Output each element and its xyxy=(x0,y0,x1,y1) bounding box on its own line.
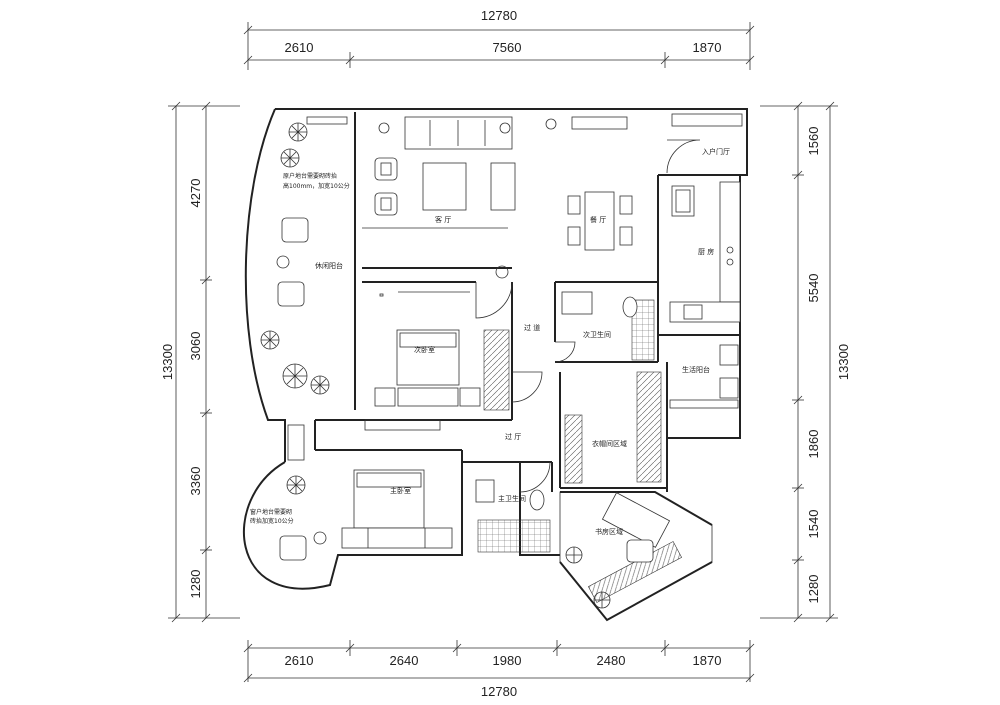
dim-bottom-seg-1: 2610 xyxy=(285,653,314,668)
dim-bottom-seg-5: 1870 xyxy=(693,653,722,668)
plant-icon xyxy=(280,148,300,168)
kitchen-fixtures xyxy=(669,181,741,323)
dim-top-seg-1: 2610 xyxy=(285,40,314,55)
plant-icon xyxy=(288,122,308,142)
study-furniture xyxy=(587,492,683,603)
dining-furniture xyxy=(545,116,633,251)
door-swings xyxy=(475,139,701,493)
plant-icon xyxy=(282,363,308,389)
room-label-dining: 餐 厅 xyxy=(590,215,606,224)
room-label-second-bathroom: 次卫生间 xyxy=(583,330,611,339)
construction-notes: 原户地台需要砌砖抬 高100mm，加宽10公分 窗户地台需要砌 砖抬加宽10公分 xyxy=(250,172,350,525)
room-label-second-bedroom: 次卧室 xyxy=(414,345,435,354)
plant-icons xyxy=(260,122,611,609)
dimension-left: 13300 4270 3060 3360 1280 xyxy=(160,101,240,623)
dim-right-seg-3: 1860 xyxy=(806,430,821,459)
room-label-leisure-balcony: 休闲阳台 xyxy=(315,261,343,270)
room-label-master-bathroom: 主卫生间 xyxy=(498,494,526,503)
dim-right-seg-5: 1280 xyxy=(806,575,821,604)
master-bath-fixtures xyxy=(475,479,551,553)
dim-bottom-seg-4: 2480 xyxy=(597,653,626,668)
room-label-utility-balcony: 生活阳台 xyxy=(682,365,710,374)
dim-left-seg-4: 1280 xyxy=(188,570,203,599)
second-bath-fixtures xyxy=(561,291,655,361)
dimension-bottom: 2610 2640 1980 2480 1870 12780 xyxy=(243,640,755,699)
dim-right-seg-1: 1560 xyxy=(806,127,821,156)
dimension-right: 13300 1560 5540 1860 1540 1280 xyxy=(760,101,851,623)
dim-top-seg-3: 1870 xyxy=(693,40,722,55)
dim-left-seg-1: 4270 xyxy=(188,179,203,208)
room-labels: 客 厅 餐 厅 厨 房 入户门厅 休闲阳台 次卧室 过 道 次卫生间 生活阳台 … xyxy=(315,147,730,536)
note-balcony-bottom-line-2: 砖抬加宽10公分 xyxy=(250,517,294,525)
dim-left-total: 13300 xyxy=(160,344,175,380)
entrance-fixtures xyxy=(671,113,743,127)
note-balcony-top-line-1: 原户地台需要砌砖抬 xyxy=(283,172,337,180)
dim-bottom-total: 12780 xyxy=(481,684,517,699)
dimension-top: 12780 2610 7560 1870 xyxy=(243,8,755,70)
room-label-living: 客 厅 xyxy=(435,215,451,224)
living-room-furniture xyxy=(362,116,516,279)
dim-top-seg-2: 7560 xyxy=(493,40,522,55)
cloakroom-fixtures xyxy=(564,371,662,484)
second-bedroom-furniture xyxy=(364,291,510,431)
note-balcony-bottom-line-1: 窗户地台需要砌 xyxy=(250,508,292,516)
plant-icon xyxy=(286,475,306,495)
dim-bottom-seg-3: 1980 xyxy=(493,653,522,668)
dim-right-seg-2: 5540 xyxy=(806,274,821,303)
room-label-master-bedroom: 主卧室 xyxy=(390,486,411,495)
dim-left-seg-3: 3360 xyxy=(188,467,203,496)
room-label-hall: 过 厅 xyxy=(505,432,521,441)
room-label-kitchen: 厨 房 xyxy=(698,247,714,256)
utility-balcony-fixtures xyxy=(669,344,739,409)
room-label-corridor: 过 道 xyxy=(524,323,540,332)
dim-left-seg-2: 3060 xyxy=(188,332,203,361)
plant-icon xyxy=(260,330,280,350)
master-bedroom-furniture xyxy=(341,469,453,549)
dim-right-total: 13300 xyxy=(836,344,851,380)
room-label-cloakroom: 衣帽间区域 xyxy=(592,439,627,448)
plant-icon xyxy=(593,591,611,609)
dim-right-seg-4: 1540 xyxy=(806,510,821,539)
plant-icon xyxy=(310,375,330,395)
room-label-study: 书房区域 xyxy=(595,527,623,536)
room-label-entrance: 入户门厅 xyxy=(702,147,730,156)
plant-icon xyxy=(565,546,583,564)
dim-top-total: 12780 xyxy=(481,8,517,23)
dim-bottom-seg-2: 2640 xyxy=(390,653,419,668)
note-balcony-top-line-2: 高100mm，加宽10公分 xyxy=(283,182,350,190)
balcony-furniture xyxy=(276,116,348,561)
interior-walls xyxy=(314,112,747,555)
